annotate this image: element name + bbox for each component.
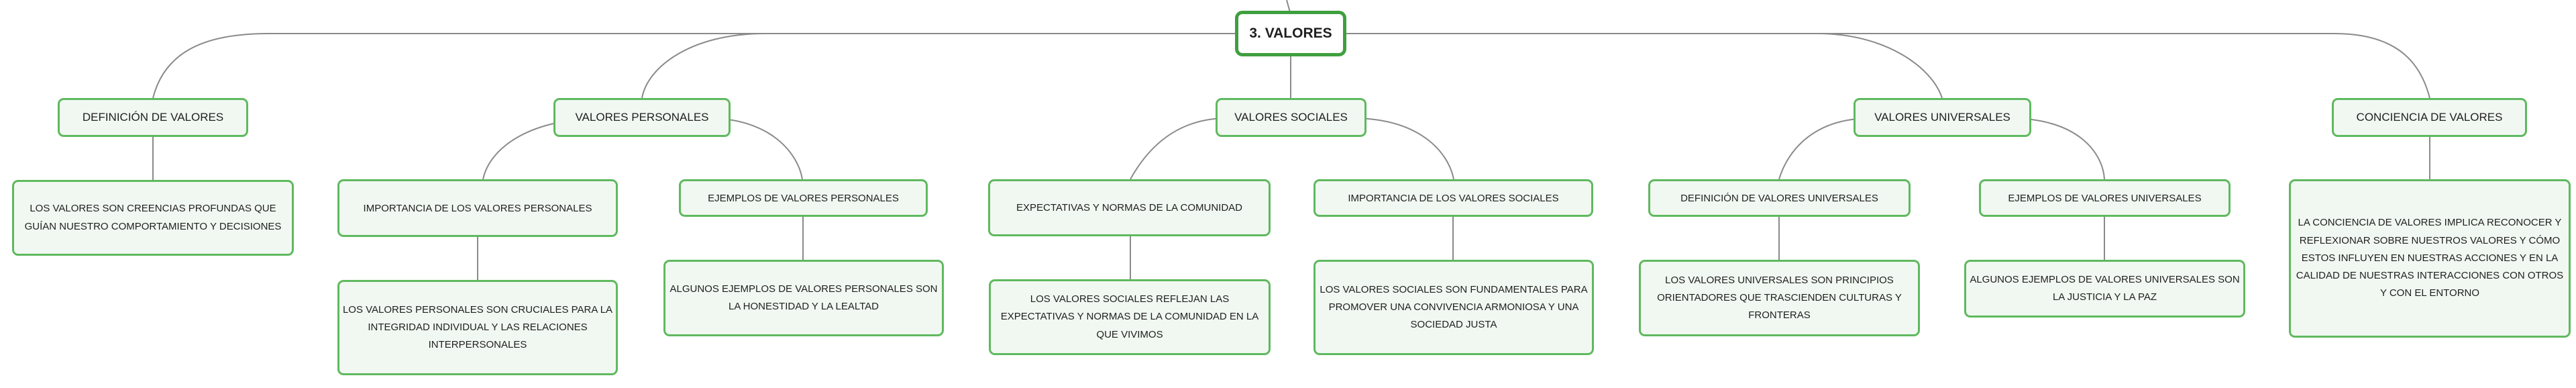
leaf-text: LOS VALORES SON CREENCIAS PROFUNDAS QUE … (24, 203, 282, 232)
leaf-text: LA CONCIENCIA DE VALORES IMPLICA RECONOC… (2296, 217, 2564, 299)
subtopic-label: EJEMPLOS DE VALORES UNIVERSALES (2008, 192, 2202, 204)
root-topic-label: 3. VALORES (1249, 26, 1332, 41)
leaf-text: LOS VALORES SOCIALES SON FUNDAMENTALES P… (1320, 283, 1588, 331)
subtopic-importancia-valores-personales[interactable]: IMPORTANCIA DE LOS VALORES PERSONALES (337, 179, 618, 237)
topic-conciencia-de-valores[interactable]: CONCIENCIA DE VALORES (2332, 98, 2527, 137)
subtopic-ejemplos-valores-universales[interactable]: EJEMPLOS DE VALORES UNIVERSALES (1979, 179, 2231, 217)
subtopic-definicion-valores-universales[interactable]: DEFINICIÓN DE VALORES UNIVERSALES (1648, 179, 1911, 217)
leaf-text: LOS VALORES SOCIALES REFLEJAN LAS EXPECT… (1000, 293, 1259, 340)
connector-root-definicion (152, 33, 1236, 99)
connector-root-conciencia (1346, 33, 2430, 99)
topic-label: VALORES PERSONALES (575, 111, 709, 124)
leaf-text: LOS VALORES UNIVERSALES SON PRINCIPIOS O… (1657, 274, 1902, 322)
leaf-ejemplos-valores-personales[interactable]: ALGUNOS EJEMPLOS DE VALORES PERSONALES S… (663, 260, 944, 336)
topic-valores-sociales[interactable]: VALORES SOCIALES (1216, 98, 1366, 137)
subtopic-label: EXPECTATIVAS Y NORMAS DE LA COMUNIDAD (1016, 202, 1243, 213)
connector-sociales-expectativas (1130, 117, 1228, 180)
connector-sociales-importancia (1351, 117, 1454, 180)
leaf-expectativas-normas-comunidad[interactable]: LOS VALORES SOCIALES REFLEJAN LAS EXPECT… (989, 279, 1271, 355)
leaf-text: ALGUNOS EJEMPLOS DE VALORES UNIVERSALES … (1970, 273, 2240, 303)
leaf-text: ALGUNOS EJEMPLOS DE VALORES PERSONALES S… (669, 283, 938, 312)
subtopic-ejemplos-valores-personales[interactable]: EJEMPLOS DE VALORES PERSONALES (679, 179, 928, 217)
leaf-ejemplos-valores-universales[interactable]: ALGUNOS EJEMPLOS DE VALORES UNIVERSALES … (1964, 260, 2245, 318)
topic-label: CONCIENCIA DE VALORES (2356, 111, 2503, 124)
topic-label: VALORES UNIVERSALES (1874, 111, 2010, 124)
topic-valores-universales[interactable]: VALORES UNIVERSALES (1854, 98, 2031, 137)
leaf-definicion-de-valores[interactable]: LOS VALORES SON CREENCIAS PROFUNDAS QUE … (12, 180, 294, 256)
connector-root-personales (641, 33, 1236, 99)
subtopic-label: IMPORTANCIA DE LOS VALORES SOCIALES (1348, 192, 1559, 204)
leaf-importancia-valores-personales[interactable]: LOS VALORES PERSONALES SON CRUCIALES PAR… (337, 280, 618, 375)
subtopic-label: DEFINICIÓN DE VALORES UNIVERSALES (1680, 192, 1878, 204)
leaf-definicion-valores-universales[interactable]: LOS VALORES UNIVERSALES SON PRINCIPIOS O… (1639, 260, 1920, 336)
topic-valores-personales[interactable]: VALORES PERSONALES (553, 98, 731, 137)
topic-label: VALORES SOCIALES (1234, 111, 1348, 124)
root-topic[interactable]: 3. VALORES (1235, 11, 1346, 56)
subtopic-label: EJEMPLOS DE VALORES PERSONALES (708, 192, 899, 204)
subtopic-importancia-valores-sociales[interactable]: IMPORTANCIA DE LOS VALORES SOCIALES (1313, 179, 1593, 217)
connector-universales-definicion (1778, 117, 1872, 180)
connector-universales-ejemplos (2008, 117, 2105, 180)
topic-label: DEFINICIÓN DE VALORES (82, 111, 224, 124)
leaf-conciencia-de-valores[interactable]: LA CONCIENCIA DE VALORES IMPLICA RECONOC… (2289, 179, 2571, 338)
topic-definicion-de-valores[interactable]: DEFINICIÓN DE VALORES (58, 98, 248, 137)
connector-root-universales (1346, 33, 1943, 99)
subtopic-expectativas-normas-comunidad[interactable]: EXPECTATIVAS Y NORMAS DE LA COMUNIDAD (988, 179, 1271, 236)
leaf-text: LOS VALORES PERSONALES SON CRUCIALES PAR… (342, 303, 613, 351)
leaf-importancia-valores-sociales[interactable]: LOS VALORES SOCIALES SON FUNDAMENTALES P… (1313, 260, 1594, 355)
subtopic-label: IMPORTANCIA DE LOS VALORES PERSONALES (363, 202, 592, 214)
